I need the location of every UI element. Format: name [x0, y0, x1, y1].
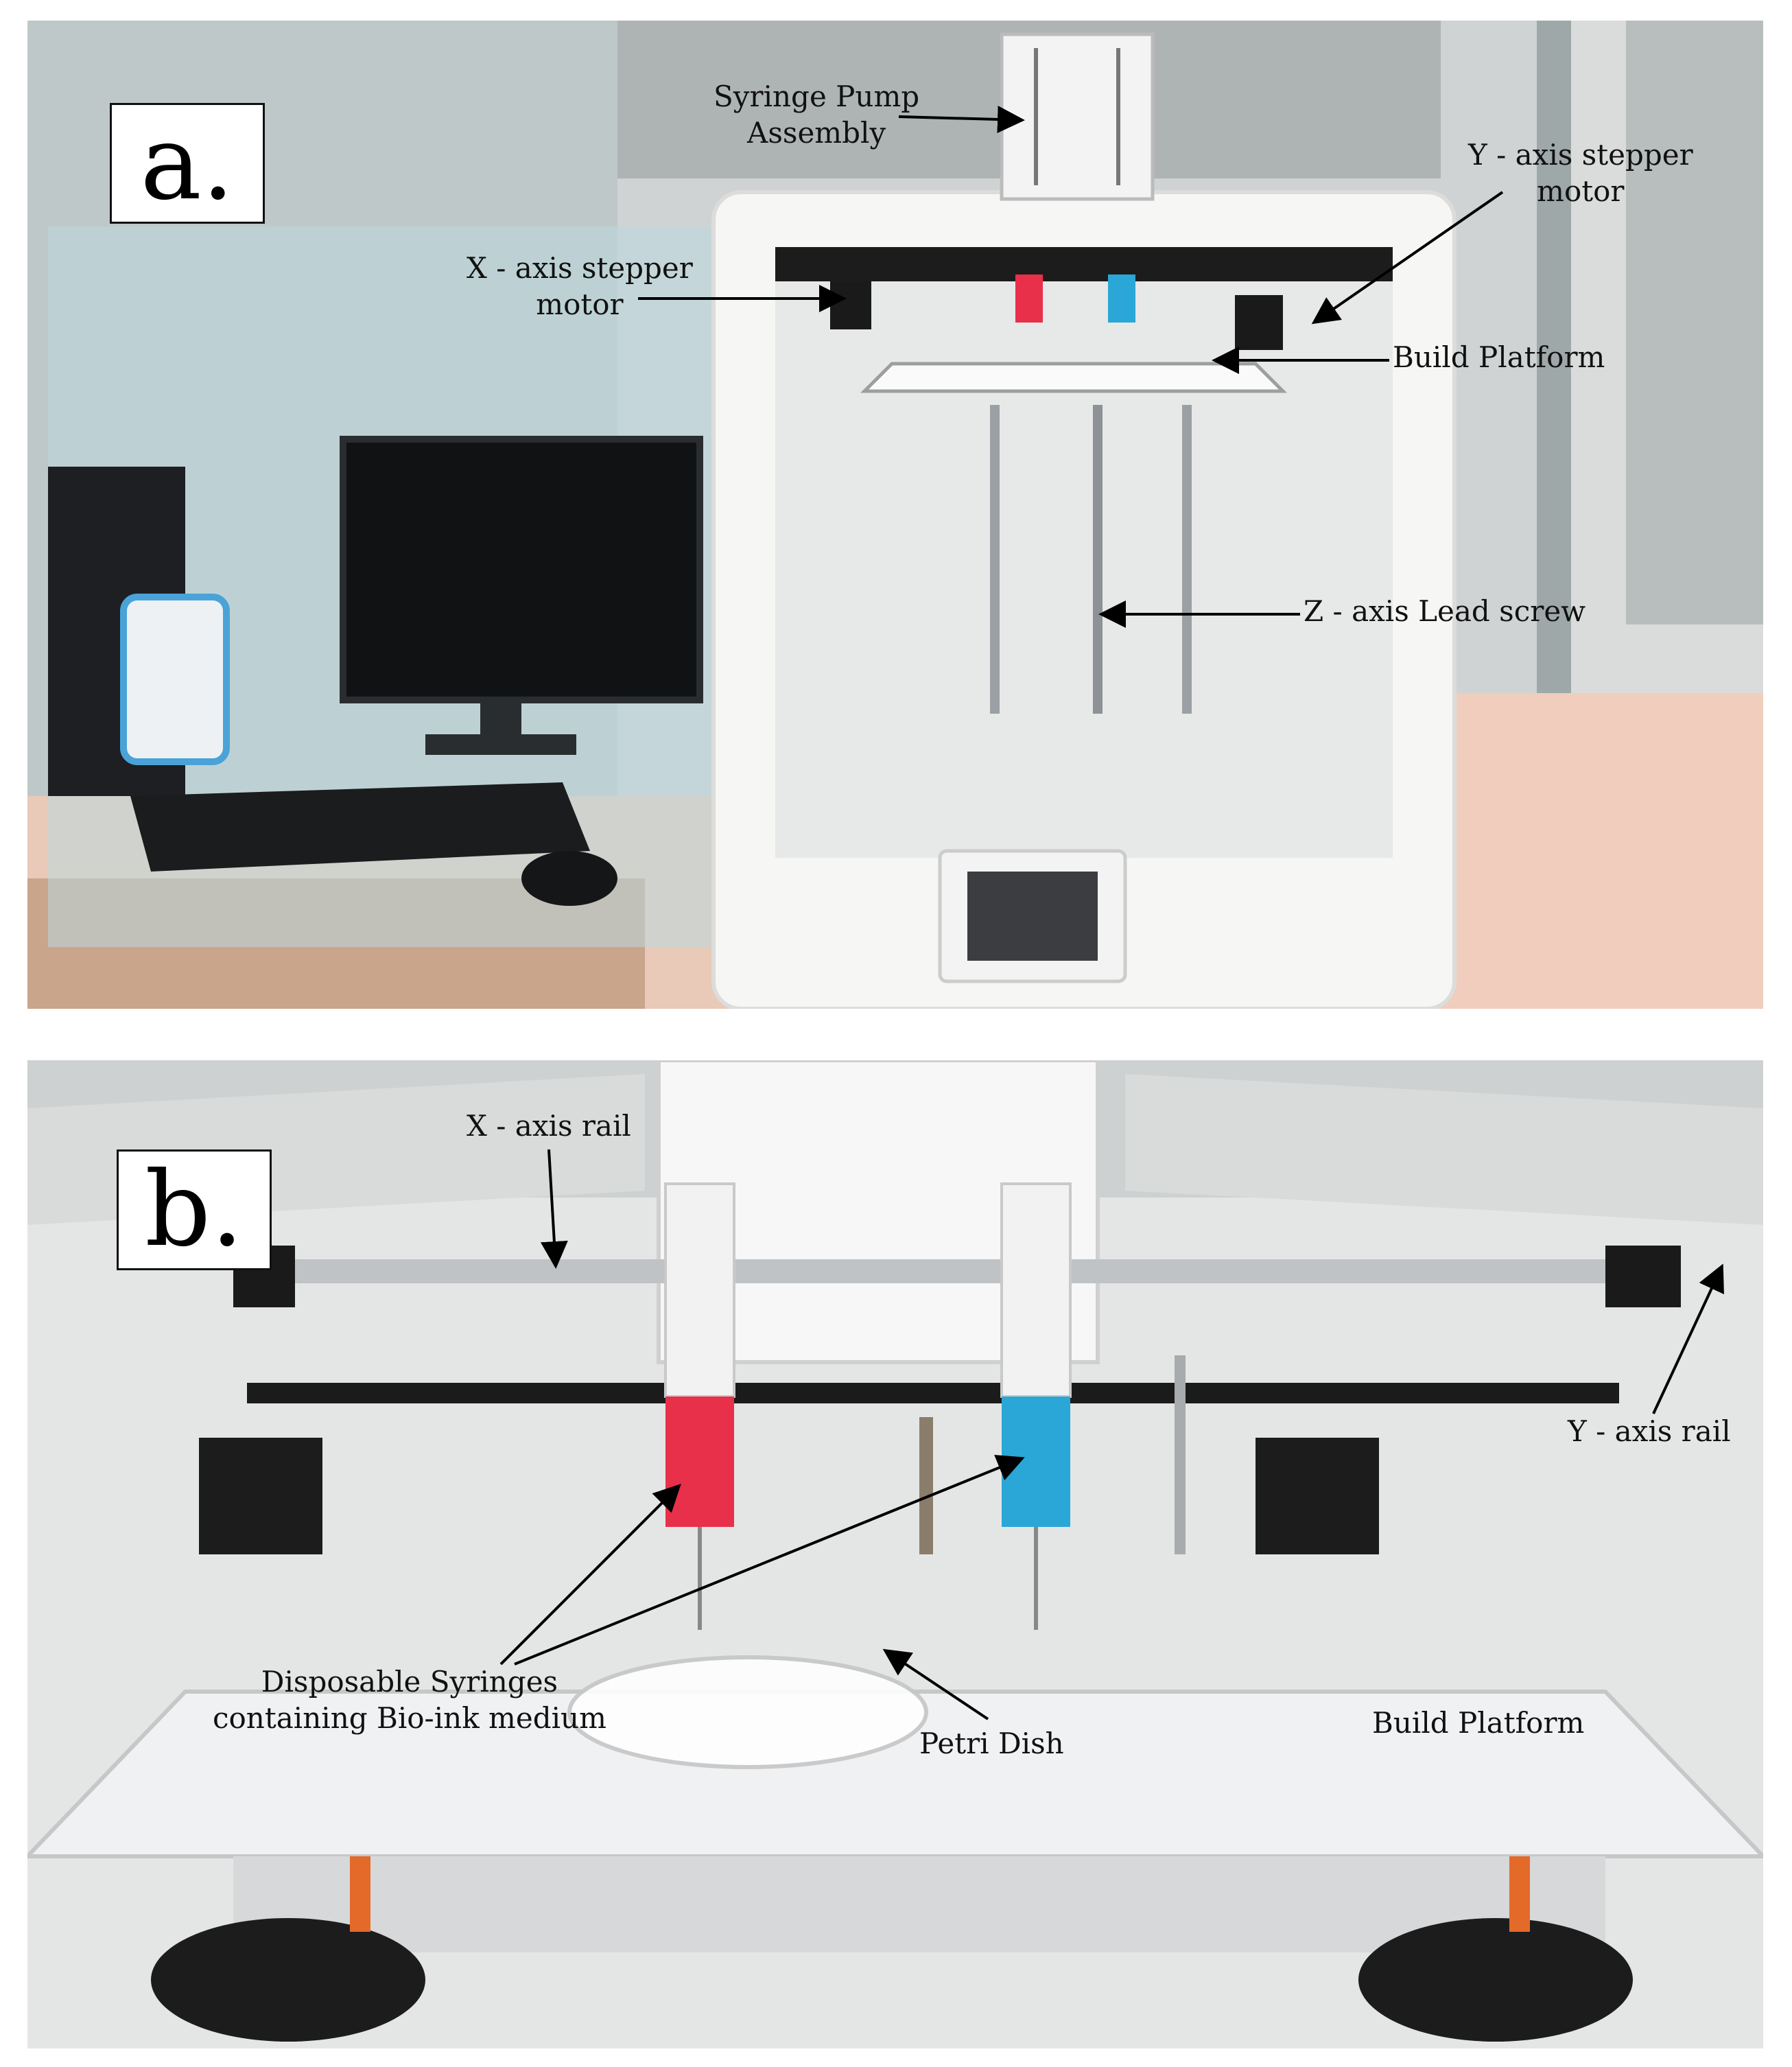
label-build-platform-b: Build Platform: [1372, 1706, 1585, 1740]
label-syringe-pump-assembly: Syringe Pump Assembly: [714, 80, 920, 150]
label-z-axis-lead-screw: Z - axis Lead screw: [1304, 594, 1586, 628]
label-petri-dish: Petri Dish: [919, 1727, 1064, 1760]
panel-letter-b: b.: [117, 1149, 272, 1270]
panel-b-scene: [27, 1060, 1763, 2048]
label-x-axis-stepper-motor: X - axis stepper motor: [467, 251, 693, 321]
panel-a-scene: [27, 21, 1763, 1009]
label-build-platform-a: Build Platform: [1393, 340, 1605, 374]
label-y-axis-rail: Y - axis rail: [1568, 1414, 1731, 1448]
panel-letter-a: a.: [110, 103, 265, 224]
panel-a-photo: a. Syringe Pump Assembly X - axis steppe…: [27, 21, 1763, 1009]
panel-b-photo: b. X - axis rail Y - axis rail Disposabl…: [27, 1060, 1763, 2048]
label-y-axis-stepper-motor: Y - axis stepper motor: [1468, 138, 1693, 208]
label-x-axis-rail: X - axis rail: [467, 1109, 631, 1143]
label-disposable-syringes: Disposable Syringes containing Bio-ink m…: [213, 1665, 606, 1735]
